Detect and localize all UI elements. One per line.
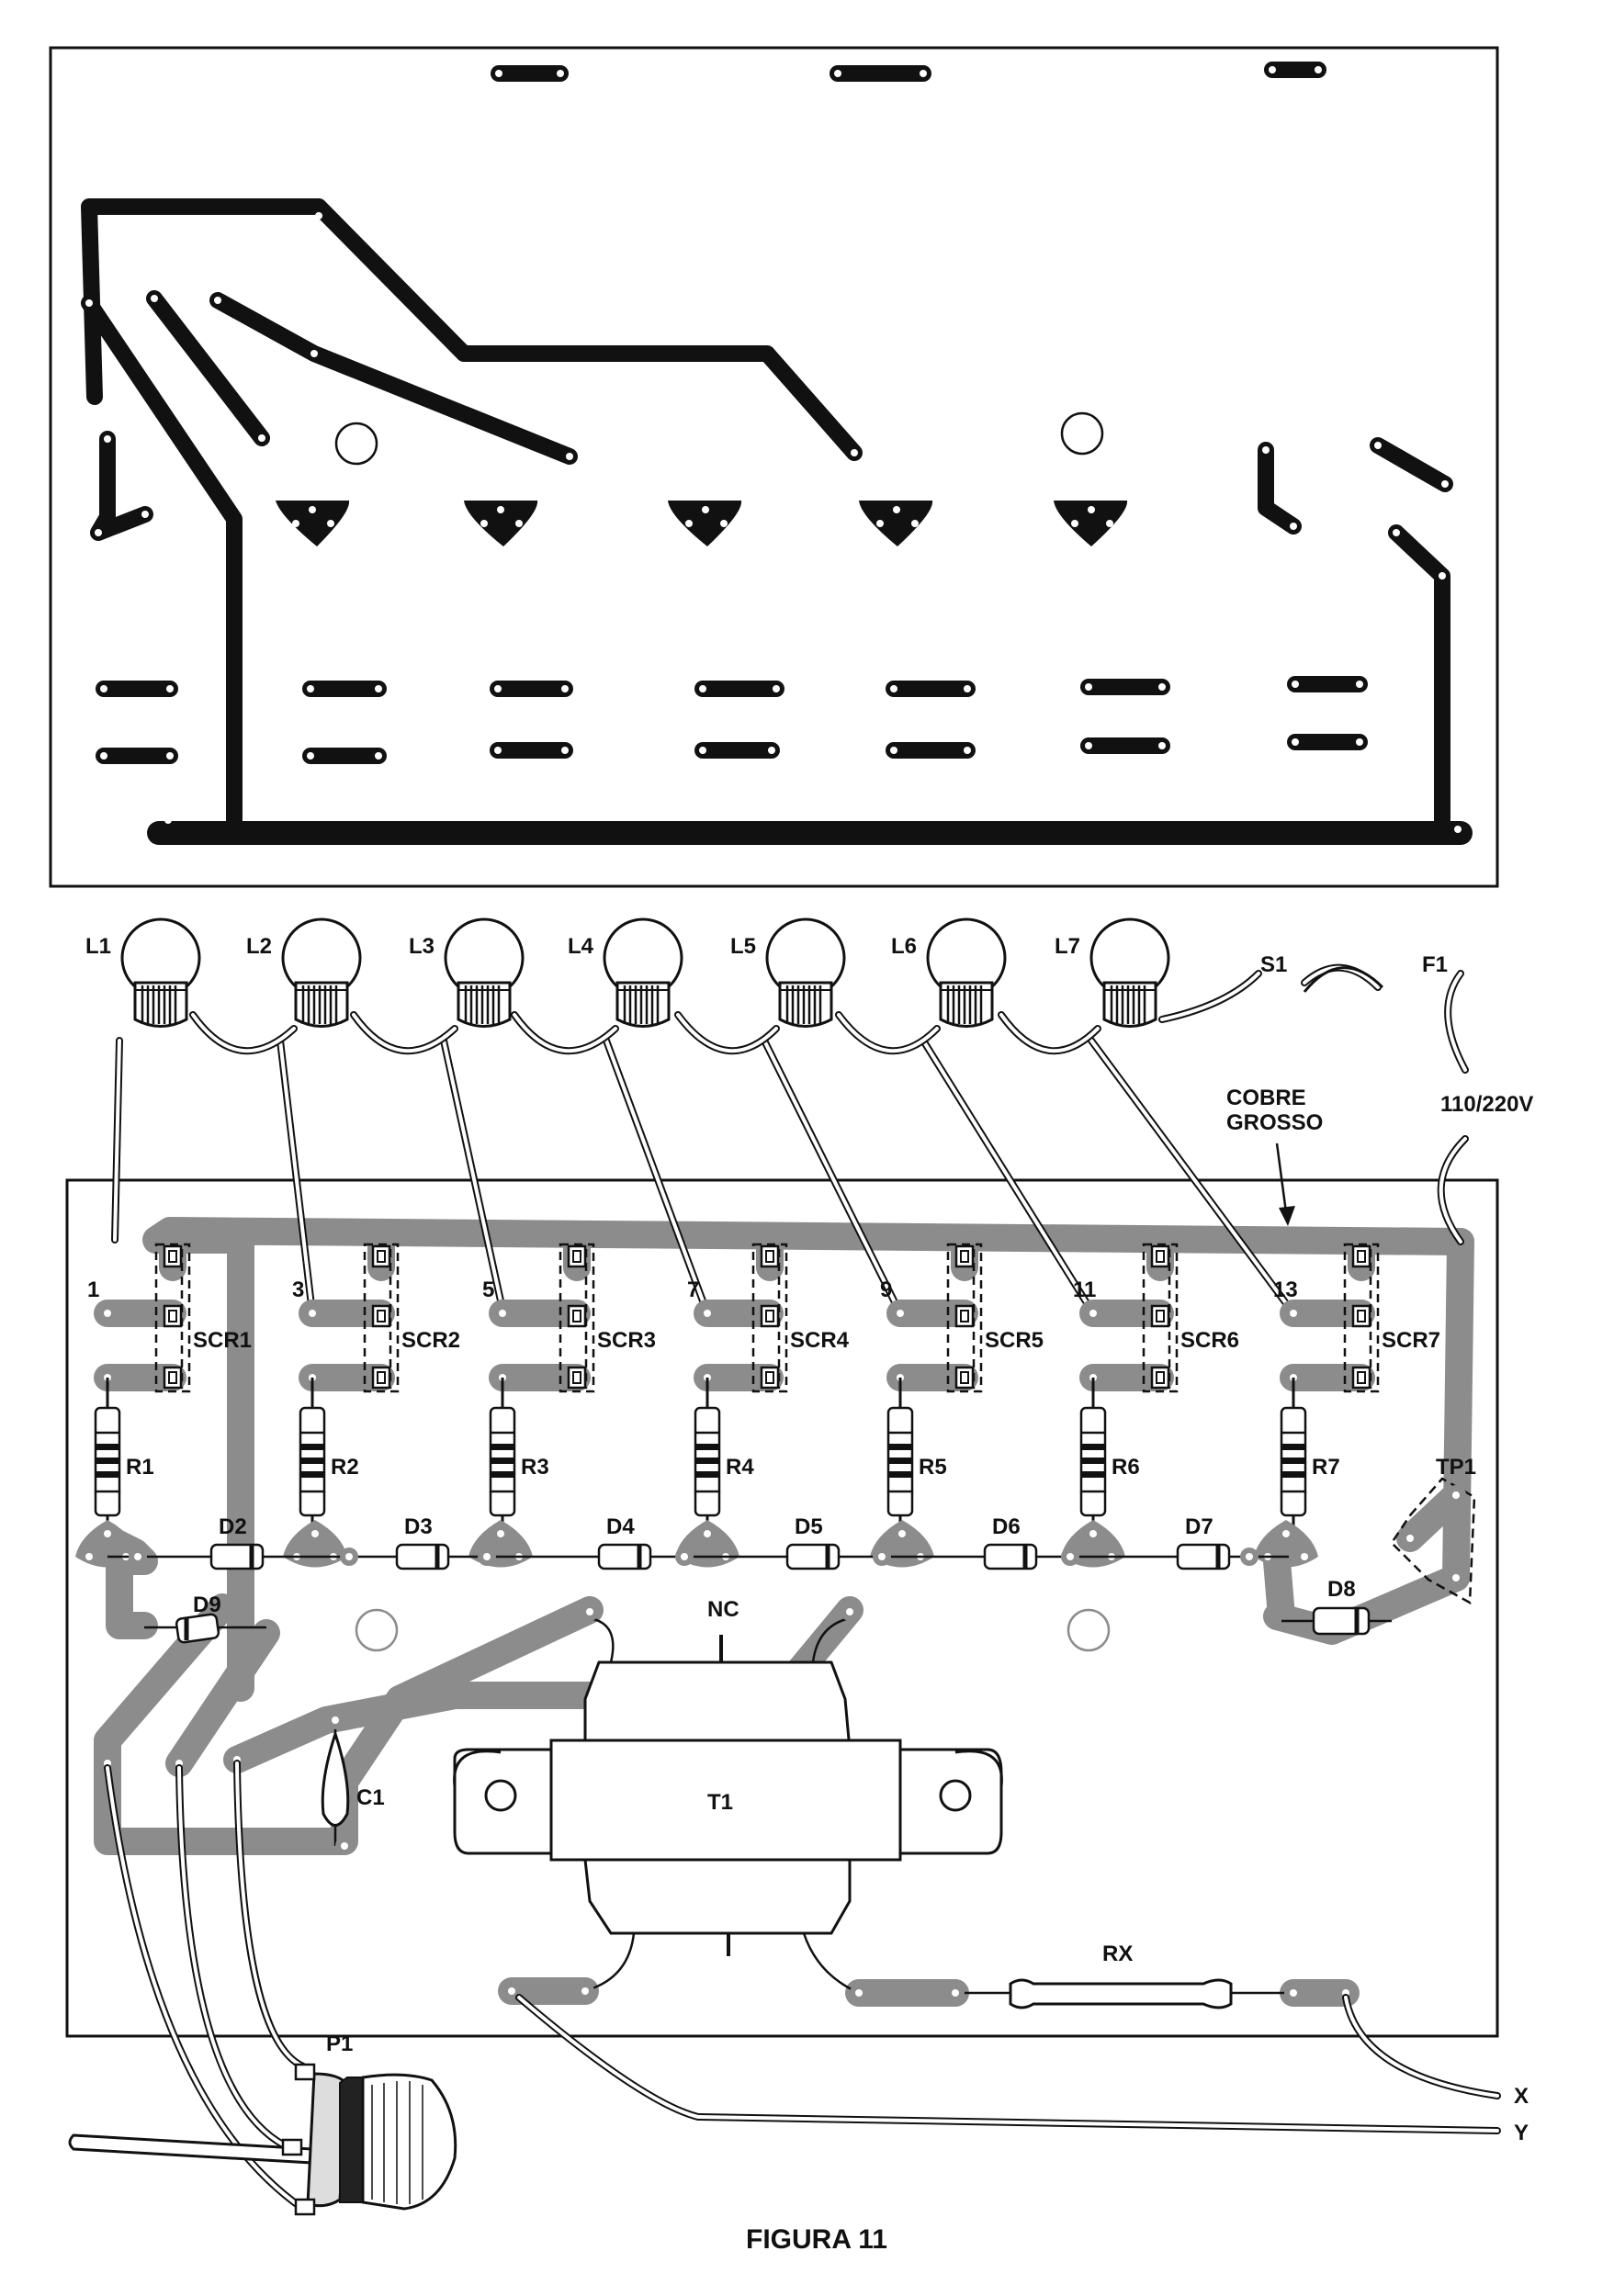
diode-d5: D5: [785, 1514, 841, 1570]
lamp-l6: [926, 917, 1007, 1028]
output-wires: [515, 1994, 1501, 2134]
label-lamp-l6: L6: [891, 934, 917, 959]
label-capacitor-c1: C1: [356, 1785, 385, 1810]
diode-d7: D7: [1176, 1514, 1231, 1570]
label-r4: R4: [726, 1455, 754, 1480]
label-scr4: SCR4: [790, 1328, 850, 1353]
figure-caption: FIGURA 11: [746, 2224, 887, 2255]
thick-copper-arrow: [1275, 1142, 1295, 1226]
lamps: [120, 917, 1170, 1028]
label-r6: R6: [1112, 1455, 1140, 1480]
pcb-copper-side: [49, 46, 1499, 888]
label-thick-copper-1: COBRE: [1226, 1086, 1306, 1110]
label-pin-5: 5: [482, 1277, 494, 1302]
label-fuse-f1: F1: [1422, 952, 1448, 977]
lamp-l2: [281, 917, 362, 1028]
label-d5: D5: [795, 1514, 823, 1539]
label-pin-3: 3: [292, 1277, 304, 1302]
label-d7: D7: [1185, 1514, 1213, 1539]
diode-d3: D3: [395, 1514, 450, 1570]
potentiometer-p1: [68, 2063, 457, 2216]
label-switch-s1: S1: [1260, 952, 1287, 977]
label-d2: D2: [219, 1514, 247, 1539]
trimpot-tp1: [1390, 1477, 1476, 1605]
label-out-x: X: [1514, 2084, 1529, 2109]
label-thick-copper-2: GROSSO: [1226, 1110, 1323, 1135]
label-lamp-l3: L3: [409, 934, 435, 959]
label-scr2: SCR2: [401, 1328, 460, 1353]
switch-s1: [1303, 966, 1384, 993]
diode-d2: D2: [209, 1514, 265, 1570]
label-mains: 110/220V: [1440, 1092, 1533, 1117]
transformer-t1: [453, 1603, 1003, 1995]
label-pin-13: 13: [1273, 1277, 1298, 1302]
label-pin-7: 7: [687, 1277, 699, 1302]
label-lamp-l5: L5: [730, 934, 756, 959]
lamp-wires: [111, 963, 1469, 1317]
label-scr6: SCR6: [1180, 1328, 1239, 1353]
label-r1: R1: [126, 1455, 154, 1480]
label-scr3: SCR3: [597, 1328, 656, 1353]
label-scr5: SCR5: [985, 1328, 1044, 1353]
label-r5: R5: [919, 1455, 947, 1480]
lamp-l7: [1089, 917, 1170, 1028]
label-r2: R2: [331, 1455, 359, 1480]
label-r3: R3: [521, 1455, 549, 1480]
label-out-y: Y: [1514, 2121, 1529, 2145]
resistor-rx: [502, 1978, 1355, 2009]
label-d6: D6: [992, 1514, 1021, 1539]
label-pot-p1: P1: [326, 2032, 353, 2056]
capacitor-c1: [321, 1711, 354, 1855]
lamp-l1: [120, 917, 201, 1028]
label-diode-d8: D8: [1327, 1577, 1356, 1602]
label-pin-1: 1: [87, 1277, 99, 1302]
label-lamp-l1: L1: [85, 934, 111, 959]
diode-d6: D6: [983, 1514, 1038, 1570]
lamp-l3: [444, 917, 525, 1028]
label-r7: R7: [1312, 1455, 1340, 1480]
label-lamp-l4: L4: [568, 934, 594, 959]
pot-wires: [97, 1750, 307, 2212]
label-lamp-l2: L2: [246, 934, 272, 959]
diode-d4: D4: [597, 1514, 652, 1570]
label-pin-11: 11: [1073, 1277, 1096, 1302]
label-lamp-l7: L7: [1055, 934, 1080, 959]
label-scr7: SCR7: [1382, 1328, 1440, 1353]
label-pin-9: 9: [880, 1277, 892, 1302]
label-diode-d9: D9: [193, 1593, 221, 1617]
label-trimpot-tp1: TP1: [1436, 1455, 1476, 1480]
label-d3: D3: [404, 1514, 433, 1539]
lamp-l5: [765, 917, 846, 1028]
diode-d9: [144, 1613, 266, 1644]
label-nc: NC: [707, 1597, 739, 1622]
lamp-l4: [603, 917, 683, 1028]
label-transformer-t1: T1: [707, 1790, 733, 1815]
diode-d8: [1281, 1606, 1392, 1636]
label-rx: RX: [1102, 1941, 1133, 1966]
label-d4: D4: [606, 1514, 635, 1539]
label-scr1: SCR1: [193, 1328, 252, 1353]
pcb-component-side: 1SCR1R13SCR2R25SCR3R37SCR4R49SCR5R511SCR…: [65, 917, 1533, 2255]
